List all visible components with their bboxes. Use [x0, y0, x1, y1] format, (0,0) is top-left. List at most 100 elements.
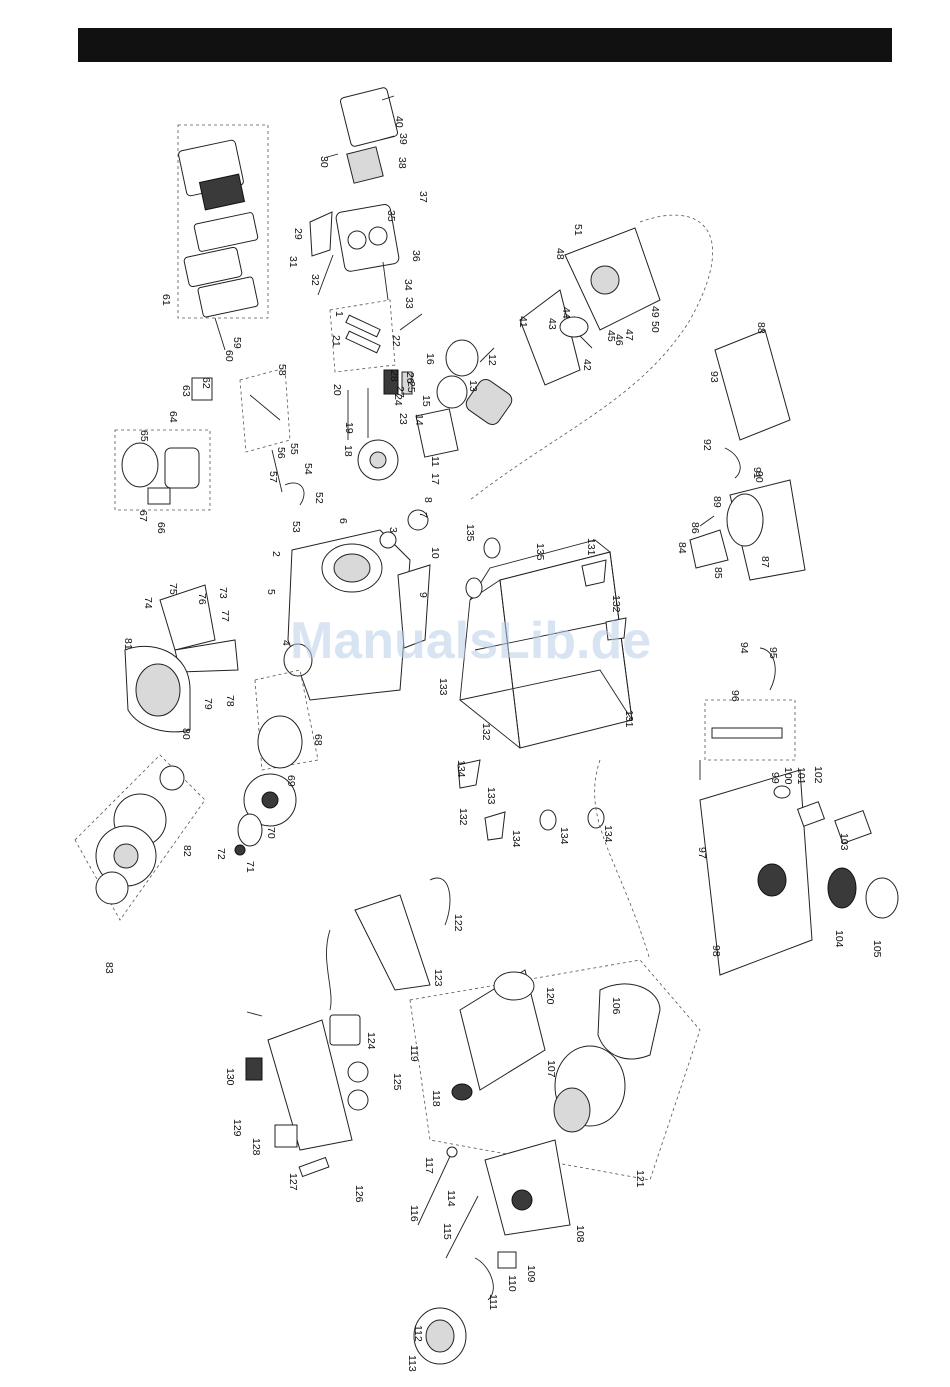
part-number-label: 135 [464, 524, 476, 542]
part-number-label: 7 [417, 512, 429, 518]
part-number-label: 31 [287, 256, 299, 268]
part-number-label: 134 [602, 825, 614, 843]
part-number-label: 129 [231, 1119, 243, 1137]
part-number-label: 57 [267, 471, 279, 483]
part-number-label: 109 [525, 1265, 537, 1283]
part-number-label: 22 [390, 335, 402, 347]
part-number-label: 94 [738, 642, 750, 654]
part-number-label: 83 [103, 962, 115, 974]
part-number-label: 81 [122, 638, 134, 650]
part-number-label: 27 [394, 386, 406, 398]
part-number-label: 1 [333, 311, 345, 317]
part-number-label: 134 [510, 830, 522, 848]
part-number-label: 50 [649, 321, 661, 333]
part-number-label: 82 [181, 845, 193, 857]
piston-crank-assembly [357, 339, 513, 481]
crankcase-cover [469, 214, 713, 501]
part-number-label: 110 [506, 1275, 518, 1292]
part-number-label: 19 [343, 422, 355, 434]
fuel-tank-assembly [699, 647, 899, 976]
part-number-label: 131 [585, 538, 597, 556]
part-number-label: 33 [403, 297, 415, 309]
part-number-label: 135 [534, 543, 546, 561]
part-number-label: 114 [445, 1190, 457, 1207]
part-number-label: 93 [708, 371, 720, 383]
part-number-label: 87 [759, 556, 771, 568]
part-number-label: 113 [406, 1355, 418, 1372]
part-number-label: 49 [649, 306, 661, 318]
cylinder-head-assembly [309, 87, 400, 301]
part-number-label: 108 [574, 1225, 586, 1243]
part-number-label: 40 [393, 116, 405, 128]
part-number-label: 32 [309, 274, 321, 286]
part-number-label: 112 [412, 1325, 424, 1342]
part-number-label: 21 [330, 335, 342, 347]
part-number-label: 116 [408, 1205, 420, 1222]
part-number-label: 128 [250, 1138, 262, 1156]
part-number-label: 71 [244, 861, 256, 873]
part-number-label: 77 [219, 610, 231, 622]
part-number-label: 76 [196, 593, 208, 605]
part-number-label: 78 [224, 695, 236, 707]
fan-shroud [124, 584, 239, 733]
part-number-label: 13 [467, 380, 479, 392]
part-number-label: 25 [405, 381, 417, 393]
part-number-label: 117 [423, 1157, 435, 1174]
part-number-label: 51 [572, 224, 584, 236]
part-number-label: 98 [710, 945, 722, 957]
part-number-label: 53 [290, 521, 302, 533]
part-number-label: 115 [441, 1223, 453, 1240]
part-number-label: 134 [558, 827, 570, 845]
part-number-label: 43 [546, 318, 558, 330]
part-number-label: 44 [560, 307, 572, 319]
part-number-label: 60 [223, 350, 235, 362]
part-number-label: 84 [676, 542, 688, 554]
frame-assembly [457, 537, 651, 961]
part-number-label: 26 [404, 372, 416, 384]
part-number-label: 91 [751, 467, 763, 479]
part-number-label: 105 [871, 940, 883, 958]
part-number-label: 52 [313, 492, 325, 504]
part-number-label: 106 [610, 997, 622, 1015]
part-number-label: 68 [312, 734, 324, 746]
valve-train [329, 299, 413, 440]
part-number-label: 123 [432, 969, 444, 987]
part-number-label: 130 [224, 1068, 236, 1086]
part-number-label: 66 [155, 522, 167, 534]
part-number-label: 72 [215, 848, 227, 860]
part-number-label: 132 [610, 595, 622, 613]
part-number-label: 104 [833, 930, 845, 948]
part-number-label: 46 [613, 334, 625, 346]
part-number-label: 48 [554, 248, 566, 260]
part-number-label: 18 [342, 445, 354, 457]
part-number-label: 8 [422, 497, 434, 503]
engine-block [283, 509, 431, 701]
part-number-label: 101 [795, 767, 807, 785]
part-number-label: 96 [729, 690, 741, 702]
part-number-label: 120 [544, 987, 556, 1005]
recoil-starter [74, 754, 206, 921]
part-number-label: 59 [231, 337, 243, 349]
carburetor-assembly [114, 377, 213, 511]
part-number-label: 65 [138, 430, 150, 442]
part-number-label: 45 [605, 330, 617, 342]
part-number-label: 35 [385, 210, 397, 222]
alternator-assembly [409, 959, 701, 1236]
part-number-label: 75 [167, 583, 179, 595]
part-number-label: 4 [280, 640, 292, 646]
part-number-label: 2 [270, 551, 282, 557]
part-number-label: 14 [413, 414, 425, 426]
part-number-label: 86 [689, 522, 701, 534]
part-number-label: 56 [275, 447, 287, 459]
control-panel [245, 877, 451, 1178]
part-number-label: 54 [302, 463, 314, 475]
part-number-label: 90 [753, 471, 765, 483]
part-number-label: 3 [387, 527, 399, 533]
part-number-label: 63 [180, 385, 192, 397]
header-bar [78, 28, 892, 62]
part-number-label: 79 [202, 698, 214, 710]
part-number-label: 131 [623, 710, 635, 728]
part-number-label: 12 [486, 354, 498, 366]
air-filter-assembly [177, 124, 269, 351]
